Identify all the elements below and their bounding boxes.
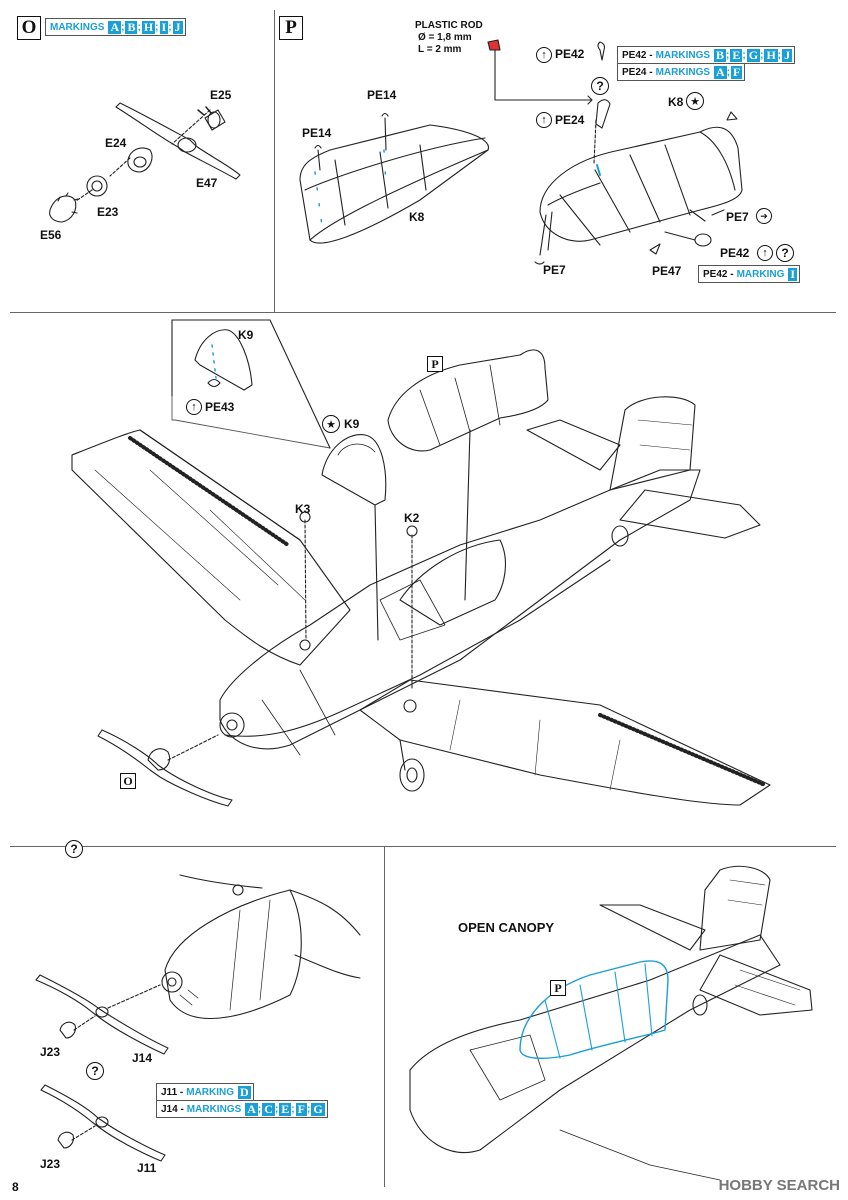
markings-prefix: J14 - bbox=[161, 1103, 184, 1115]
part-e47: E47 bbox=[196, 176, 218, 190]
markings-word: MARKINGS bbox=[186, 1103, 242, 1115]
plastic-rod-diameter: Ø = 1,8 mm bbox=[418, 32, 472, 43]
page-number: 8 bbox=[12, 1180, 19, 1194]
part-k9-mid: K9 bbox=[344, 417, 360, 431]
question-icon: ? bbox=[776, 244, 794, 262]
part-e56: E56 bbox=[40, 228, 62, 242]
markings-word: MARKING bbox=[736, 268, 785, 280]
part-pe7-right: PE7 bbox=[726, 210, 749, 224]
markings-j11: J11 - MARKING D bbox=[156, 1083, 254, 1101]
question-icon: ? bbox=[65, 840, 83, 858]
marking-letter: A bbox=[108, 19, 122, 34]
step-o-box: O bbox=[17, 16, 41, 40]
part-k9-top: K9 bbox=[238, 328, 254, 342]
panel-bottom-left bbox=[10, 846, 385, 1187]
star-icon: ★ bbox=[686, 92, 704, 110]
part-k3: K3 bbox=[295, 502, 311, 516]
part-j23-top: J23 bbox=[40, 1045, 61, 1059]
marking-letter: F bbox=[295, 1101, 307, 1116]
plastic-rod-title: PLASTIC ROD bbox=[415, 20, 483, 31]
part-pe14-top: PE14 bbox=[367, 88, 397, 102]
markings-word: MARKING bbox=[186, 1086, 235, 1098]
part-pe42-top: PE42 bbox=[555, 47, 585, 61]
marking-letter: J bbox=[782, 47, 793, 62]
propeller-exploded-o bbox=[49, 102, 241, 223]
bend-icon: ↑ bbox=[536, 47, 552, 63]
marking-letter: G bbox=[746, 47, 761, 62]
markings-word: MARKINGS bbox=[50, 21, 105, 33]
markings-prefix: J11 - bbox=[161, 1086, 184, 1098]
marking-letter: D bbox=[238, 1084, 251, 1099]
hobby-search-logo: HOBBY SEARCH bbox=[719, 1177, 840, 1194]
markings-prefix: PE24 - bbox=[622, 66, 653, 78]
markings-word: MARKINGS bbox=[655, 49, 711, 61]
part-pe14-left: PE14 bbox=[302, 126, 332, 140]
marking-letter: A bbox=[245, 1101, 258, 1116]
aircraft-main-view bbox=[71, 319, 771, 807]
question-icon: ? bbox=[591, 77, 609, 95]
markings-o: MARKINGS A; B; H; I; J bbox=[45, 18, 186, 36]
part-e23: E23 bbox=[97, 205, 119, 219]
star-icon: ★ bbox=[322, 415, 340, 433]
step-p-ref: P bbox=[550, 980, 566, 996]
marking-letter: J bbox=[172, 19, 183, 34]
open-canopy-view bbox=[409, 865, 813, 1181]
marking-letter: E bbox=[279, 1101, 292, 1116]
marking-letter: B bbox=[125, 19, 138, 34]
logo-text: HOBBY SEARCH bbox=[718, 1177, 840, 1194]
markings-prefix: PE42 - bbox=[622, 49, 653, 61]
marking-letter: E bbox=[730, 47, 743, 62]
marking-letter: H bbox=[141, 19, 156, 34]
part-k8-right: K8 bbox=[668, 95, 684, 109]
marking-letter: A bbox=[714, 64, 727, 79]
markings-pe42-i: PE42 - MARKING I bbox=[698, 265, 801, 283]
step-p-ref: P bbox=[427, 356, 443, 372]
marking-letter: I bbox=[788, 266, 798, 281]
panel-bottom-right bbox=[384, 846, 836, 1187]
panel-p bbox=[274, 10, 836, 313]
marking-letter: B bbox=[714, 47, 727, 62]
step-o-ref: O bbox=[120, 773, 136, 789]
part-k8-left: K8 bbox=[409, 210, 425, 224]
question-icon: ? bbox=[86, 1062, 104, 1080]
marking-letter: H bbox=[764, 47, 778, 62]
markings-prefix: PE42 - bbox=[703, 268, 734, 280]
part-j14: J14 bbox=[132, 1051, 153, 1065]
marking-letter: G bbox=[311, 1101, 325, 1116]
bend-icon: ↑ bbox=[536, 112, 552, 128]
canopy-assembled-k8 bbox=[487, 39, 743, 265]
nose-propeller-alternative bbox=[35, 874, 361, 1162]
part-pe42-right: PE42 bbox=[720, 246, 750, 260]
plastic-rod-length: L = 2 mm bbox=[418, 44, 462, 55]
markings-pe24: PE24 - MARKINGS A; F bbox=[617, 63, 746, 81]
part-pe24: PE24 bbox=[555, 113, 585, 127]
marking-letter: C bbox=[262, 1101, 275, 1116]
open-canopy-title: OPEN CANOPY bbox=[458, 920, 555, 935]
part-pe47: PE47 bbox=[652, 264, 682, 278]
canopy-frame-k8 bbox=[299, 112, 489, 244]
part-e25: E25 bbox=[210, 88, 232, 102]
marking-letter: I bbox=[159, 19, 169, 34]
panel-o bbox=[10, 10, 275, 313]
bend-icon: ↑ bbox=[757, 245, 773, 261]
part-pe43: PE43 bbox=[205, 400, 235, 414]
step-p-box: P bbox=[279, 16, 303, 40]
marking-letter: F bbox=[731, 64, 743, 79]
markings-j14: J14 - MARKINGS A; C; E; F; G bbox=[156, 1100, 328, 1118]
part-e24: E24 bbox=[105, 136, 127, 150]
part-pe7-left: PE7 bbox=[543, 263, 566, 277]
markings-word: MARKINGS bbox=[655, 66, 711, 78]
part-k2: K2 bbox=[404, 511, 420, 525]
markings-pe42: PE42 - MARKINGS B; E; G; H; J bbox=[617, 46, 796, 64]
part-j11: J11 bbox=[137, 1161, 157, 1175]
rotate-icon: ➔ bbox=[756, 208, 772, 224]
bend-icon: ↑ bbox=[186, 399, 202, 415]
part-j23-bottom: J23 bbox=[40, 1157, 61, 1171]
